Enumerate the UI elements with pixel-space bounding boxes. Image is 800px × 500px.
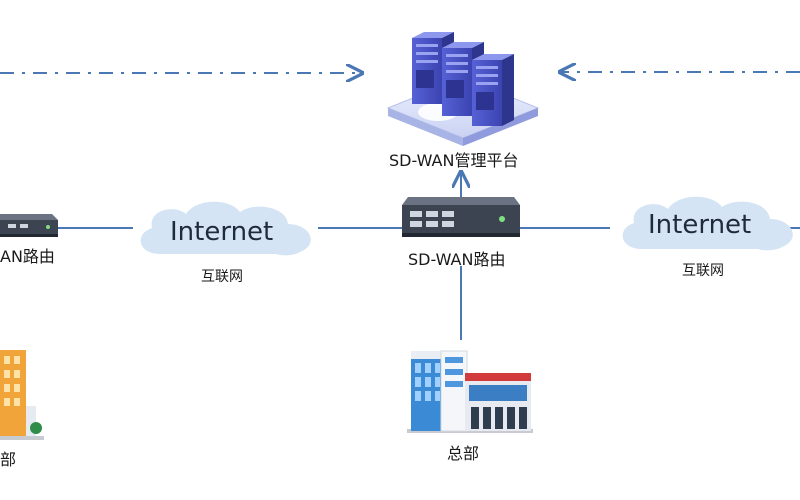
- left-router-label: AN路由: [0, 247, 55, 266]
- cloud-right-text: Internet: [648, 210, 751, 240]
- left-building-label: 部: [0, 450, 17, 469]
- cloud-left-caption: 互联网: [201, 269, 243, 285]
- cloud-right-caption: 互联网: [682, 263, 724, 279]
- server-cluster-icon: [386, 32, 540, 146]
- internet-cloud-left: Internet: [140, 201, 311, 256]
- internet-cloud-right: Internet: [622, 196, 793, 251]
- router-icon: [402, 197, 520, 237]
- center-router-label: SD-WAN路由: [408, 250, 506, 269]
- router-icon-left: [0, 214, 58, 237]
- cloud-left-text: Internet: [170, 217, 273, 247]
- building-icon: [407, 350, 533, 433]
- building-icon-left: [0, 350, 44, 440]
- hq-label: 总部: [447, 444, 480, 463]
- platform-label: SD-WAN管理平台: [389, 151, 519, 170]
